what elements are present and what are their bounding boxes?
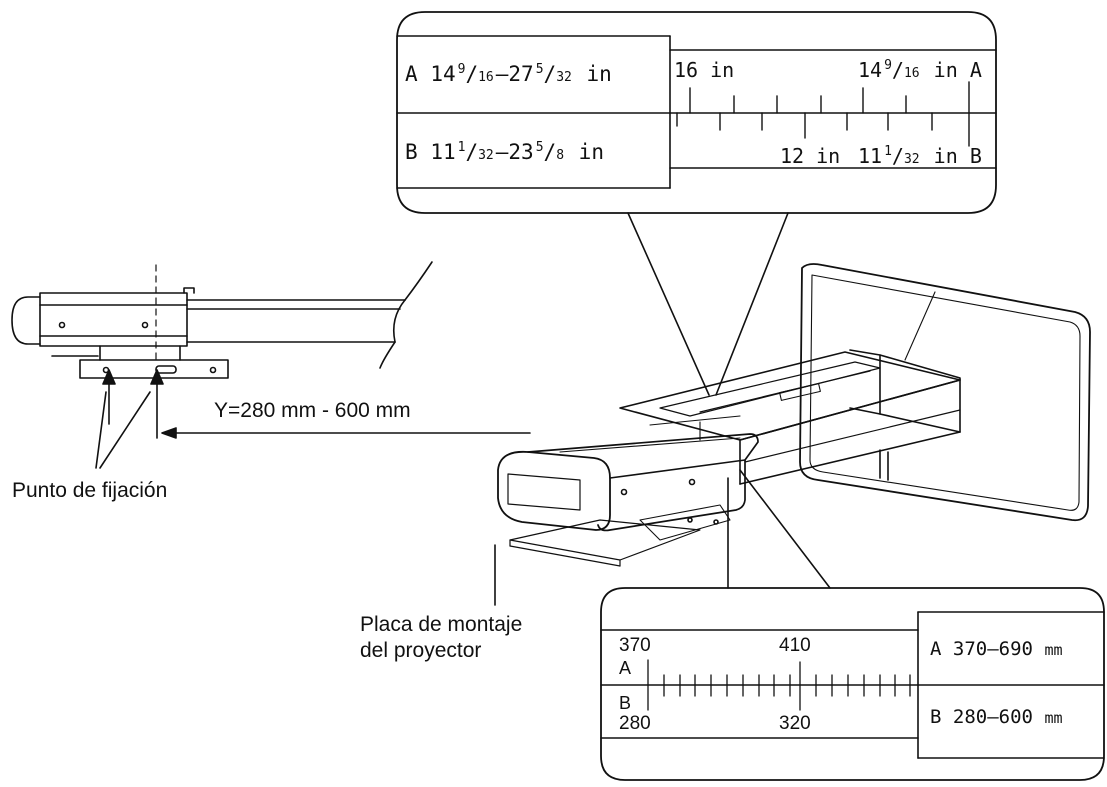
fixing-point-label: Punto de fijación <box>12 479 168 502</box>
bottom-scale-callout <box>600 587 1105 781</box>
range-b-letter: B <box>405 140 418 164</box>
y-range-label: Y=280 mm - 600 mm <box>214 399 411 422</box>
mount-plate-label-line2: del proyector <box>360 639 482 662</box>
bottom-scale-370: 370 <box>619 635 651 656</box>
bottom-ruler-ticks <box>647 659 911 711</box>
side-view-drawing <box>11 261 531 469</box>
bottom-letter-b: B <box>619 693 632 713</box>
bottom-scale-320: 320 <box>779 713 811 734</box>
bottom-scale-280: 280 <box>619 713 651 734</box>
top-ruler-ticks <box>676 81 970 147</box>
top-scale-16in: 16 in <box>674 58 735 82</box>
bottom-scale-410: 410 <box>779 635 811 656</box>
projector-and-wall-mount <box>494 263 1091 606</box>
top-scale-callout <box>396 11 997 396</box>
mount-plate-label-line1: Placa de montaje <box>360 613 523 636</box>
bottom-range-b: B 280–600 mm <box>930 706 1063 728</box>
bottom-letter-a: A <box>619 658 632 678</box>
top-scale-12in: 12 in <box>780 144 841 168</box>
bottom-range-a: A 370–690 mm <box>930 638 1063 660</box>
range-a-letter: A <box>405 62 418 86</box>
